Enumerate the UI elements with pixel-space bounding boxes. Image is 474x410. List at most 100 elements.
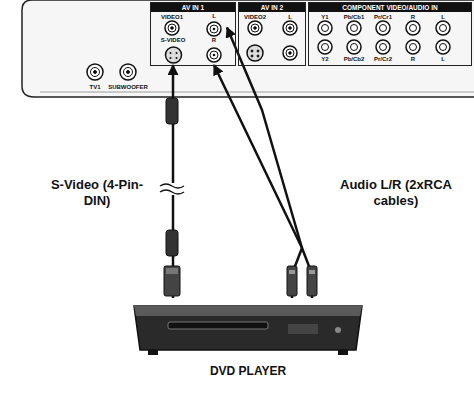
jack-label: R xyxy=(411,56,415,63)
jack-label: S-VIDEO xyxy=(158,37,189,44)
rca-socket xyxy=(207,22,221,36)
jack-label: L xyxy=(441,14,445,21)
component-jacks-top xyxy=(347,21,361,35)
component-jacks-top xyxy=(318,21,332,35)
svideo-ferrite xyxy=(166,98,178,256)
av2-l-jack xyxy=(286,24,294,32)
player-figure xyxy=(128,298,368,360)
jack-figure xyxy=(201,20,227,37)
video2-jack xyxy=(248,21,262,35)
jack-label: R xyxy=(201,37,227,44)
rca-socket xyxy=(210,51,218,59)
av2-r-jack xyxy=(283,46,297,60)
player-part xyxy=(338,350,348,355)
rca-socket xyxy=(213,54,216,57)
component-jacks-top xyxy=(410,25,417,32)
av2-l-jack xyxy=(283,21,297,35)
component-jacks-bottom xyxy=(318,40,332,54)
component-jacks-top xyxy=(406,21,420,35)
player-part xyxy=(134,306,362,350)
rca-plugs xyxy=(289,270,295,274)
jack-figure xyxy=(201,44,227,65)
svideo-ferrite xyxy=(166,98,178,124)
jack-socket: S-VIDEO xyxy=(158,37,189,65)
rca-jacks xyxy=(87,21,450,80)
component-jacks-bottom xyxy=(436,40,450,54)
cable-label: S-Video (4-Pin-DIN) xyxy=(40,177,154,209)
svideo-plug xyxy=(164,266,180,296)
component-jacks-top xyxy=(322,25,329,32)
component-jacks-top xyxy=(380,25,387,32)
component-jacks-top xyxy=(440,25,447,32)
svideo-socket xyxy=(165,47,181,63)
tv1-jack xyxy=(87,64,103,80)
jack-label: Pb/Cb2 xyxy=(344,56,365,63)
av2-l-jack xyxy=(283,21,297,35)
video1-jack xyxy=(171,27,174,30)
component-jacks-bottom xyxy=(376,40,390,54)
tv1-jack xyxy=(91,68,100,77)
subwoofer-jack xyxy=(127,71,130,74)
av2-l-jack xyxy=(289,27,292,30)
jack-socket: L xyxy=(201,13,227,37)
svideo-ferrite xyxy=(166,230,178,256)
socket-pin xyxy=(175,57,177,59)
jack-label: VIDEO2 xyxy=(244,14,266,21)
av2-svideo-jack xyxy=(251,50,253,52)
component-jacks-top xyxy=(436,21,450,35)
component-jacks-bottom xyxy=(406,40,420,54)
jack-label: VIDEO1 xyxy=(161,14,183,21)
rca-socket xyxy=(210,25,218,33)
video2-jack xyxy=(248,21,262,35)
player-part xyxy=(134,306,362,316)
player-part xyxy=(335,327,341,333)
socket-pin xyxy=(169,52,171,54)
player-part xyxy=(288,324,318,334)
component-jacks-bottom xyxy=(322,44,329,51)
rca-plugs xyxy=(287,266,317,296)
jack-label: R xyxy=(411,14,415,21)
jack-label: L xyxy=(441,56,445,63)
video1-jack xyxy=(165,21,179,35)
av2-svideo-jack xyxy=(247,45,263,61)
cable-break-symbol xyxy=(160,183,184,195)
av2-r-jack xyxy=(283,46,297,60)
av2-svideo-jack xyxy=(257,55,259,57)
player-part xyxy=(148,350,158,355)
cable-label: Audio L/R (2xRCA cables) xyxy=(330,177,462,209)
socket-pin xyxy=(169,57,171,59)
jack-figure xyxy=(158,44,189,65)
component-jacks-top xyxy=(376,21,390,35)
component-jacks-bottom xyxy=(380,44,387,51)
cable-break-symbol xyxy=(160,184,184,188)
rca-socket xyxy=(213,28,216,31)
panel-housing xyxy=(22,0,474,97)
jack-socket: R xyxy=(201,37,227,65)
av2-r-jack xyxy=(286,49,294,57)
player-part xyxy=(168,322,268,329)
rca-plugs xyxy=(287,266,297,296)
svideo-plug xyxy=(164,266,180,296)
dvd-player: DVD PLAYER xyxy=(128,298,368,392)
player-body xyxy=(134,306,362,355)
subwoofer-jack xyxy=(124,68,133,77)
jack-label: Pr/Cr2 xyxy=(374,56,392,63)
video2-jack xyxy=(251,24,259,32)
av2-svideo-jack xyxy=(247,45,263,61)
component-jacks-top xyxy=(351,25,358,32)
jack-label: Y1 xyxy=(321,14,328,21)
component-jacks-bottom xyxy=(410,44,417,51)
jack-label: Pr/Cr1 xyxy=(374,14,392,21)
rca-socket xyxy=(207,48,221,62)
panel-outline xyxy=(22,0,474,97)
section-heading: COMPONENT VIDEO/AUDIO IN xyxy=(309,3,471,12)
component-jacks-bottom xyxy=(440,44,447,51)
subwoofer-jack xyxy=(120,64,136,80)
jack-label: L xyxy=(201,13,227,20)
jack-label: L xyxy=(288,14,292,21)
component-jacks-top xyxy=(318,21,450,35)
component-jacks-bottom xyxy=(347,40,361,54)
video1-jack xyxy=(168,24,176,32)
video1-jack xyxy=(165,21,179,35)
